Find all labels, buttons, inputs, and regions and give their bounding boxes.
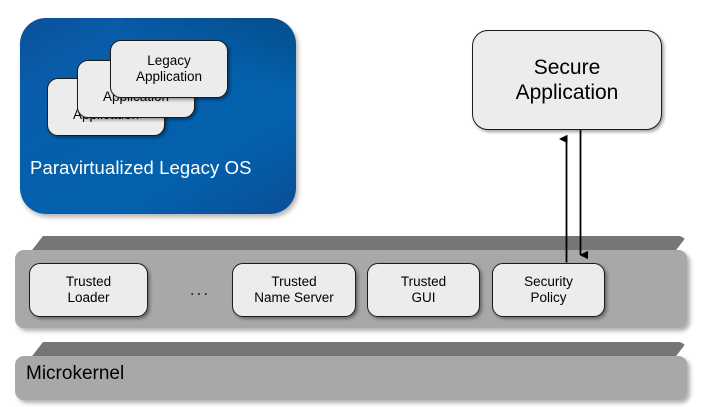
- services-slab-top-face: [29, 236, 687, 254]
- microkernel-slab-top-face: [29, 342, 687, 360]
- trusted-name-server-label: Trusted Name Server: [254, 274, 334, 305]
- secure-application-box[interactable]: Secure Application: [472, 30, 662, 130]
- microkernel-label: Microkernel: [26, 363, 125, 384]
- legacy-application-box-3[interactable]: Legacy Application: [110, 40, 228, 98]
- paravirtualized-legacy-os-label: Paravirtualized Legacy OS: [30, 157, 252, 178]
- security-policy-label: Security Policy: [524, 274, 573, 305]
- trusted-loader-box[interactable]: Trusted Loader: [29, 263, 148, 317]
- legacy-application-label-3: Legacy Application: [135, 53, 203, 84]
- microkernel-layer: [15, 342, 687, 400]
- secure-application-label: Secure Application: [515, 56, 619, 104]
- trusted-gui-box[interactable]: Trusted GUI: [367, 263, 480, 317]
- services-ellipsis: ...: [189, 280, 211, 299]
- trusted-loader-label: Trusted Loader: [65, 274, 112, 305]
- security-policy-box[interactable]: Security Policy: [492, 263, 605, 317]
- trusted-name-server-box[interactable]: Trusted Name Server: [232, 263, 356, 317]
- trusted-gui-label: Trusted GUI: [400, 274, 447, 305]
- microkernel-slab-front-face: [15, 356, 687, 400]
